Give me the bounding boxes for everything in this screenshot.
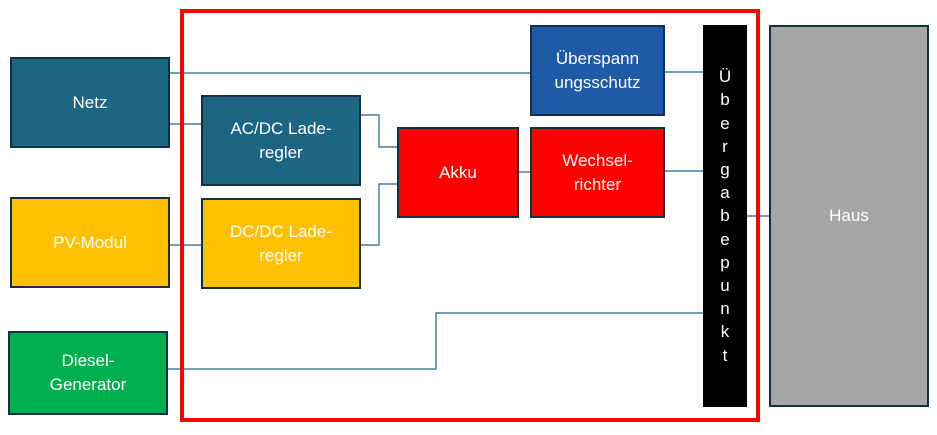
- node-ueberspannungsschutz-label: Überspann ungsschutz: [554, 48, 641, 92]
- node-diesel-generator: Diesel- Generator: [8, 331, 168, 415]
- node-pv-modul-label: PV-Modul: [53, 232, 127, 252]
- system-boundary-frame: [180, 9, 760, 422]
- node-uebergabepunkt-label: Ü b e r g a b e p u n k t: [718, 67, 732, 365]
- node-dc-dc-laderegler: DC/DC Lade- regler: [201, 198, 361, 289]
- node-netz: Netz: [10, 57, 170, 148]
- node-ac-dc-laderegler: AC/DC Lade- regler: [201, 95, 361, 186]
- node-netz-label: Netz: [72, 92, 108, 112]
- node-akku-label: Akku: [439, 162, 477, 182]
- node-haus-label: Haus: [829, 206, 869, 225]
- node-dc-dc-laderegler-label: DC/DC Lade- regler: [229, 221, 333, 265]
- node-diesel-generator-label: Diesel- Generator: [49, 351, 127, 394]
- node-ac-dc-laderegler-label: AC/DC Lade- regler: [230, 118, 332, 162]
- node-pv-modul: PV-Modul: [10, 197, 170, 288]
- node-haus: Haus: [769, 25, 929, 407]
- node-wechselrichter: Wechsel- richter: [530, 127, 665, 218]
- node-wechselrichter-label: Wechsel- richter: [562, 150, 633, 194]
- node-uebergabepunkt: Ü b e r g a b e p u n k t: [703, 25, 747, 407]
- node-akku: Akku: [397, 127, 519, 218]
- node-ueberspannungsschutz: Überspann ungsschutz: [530, 25, 665, 116]
